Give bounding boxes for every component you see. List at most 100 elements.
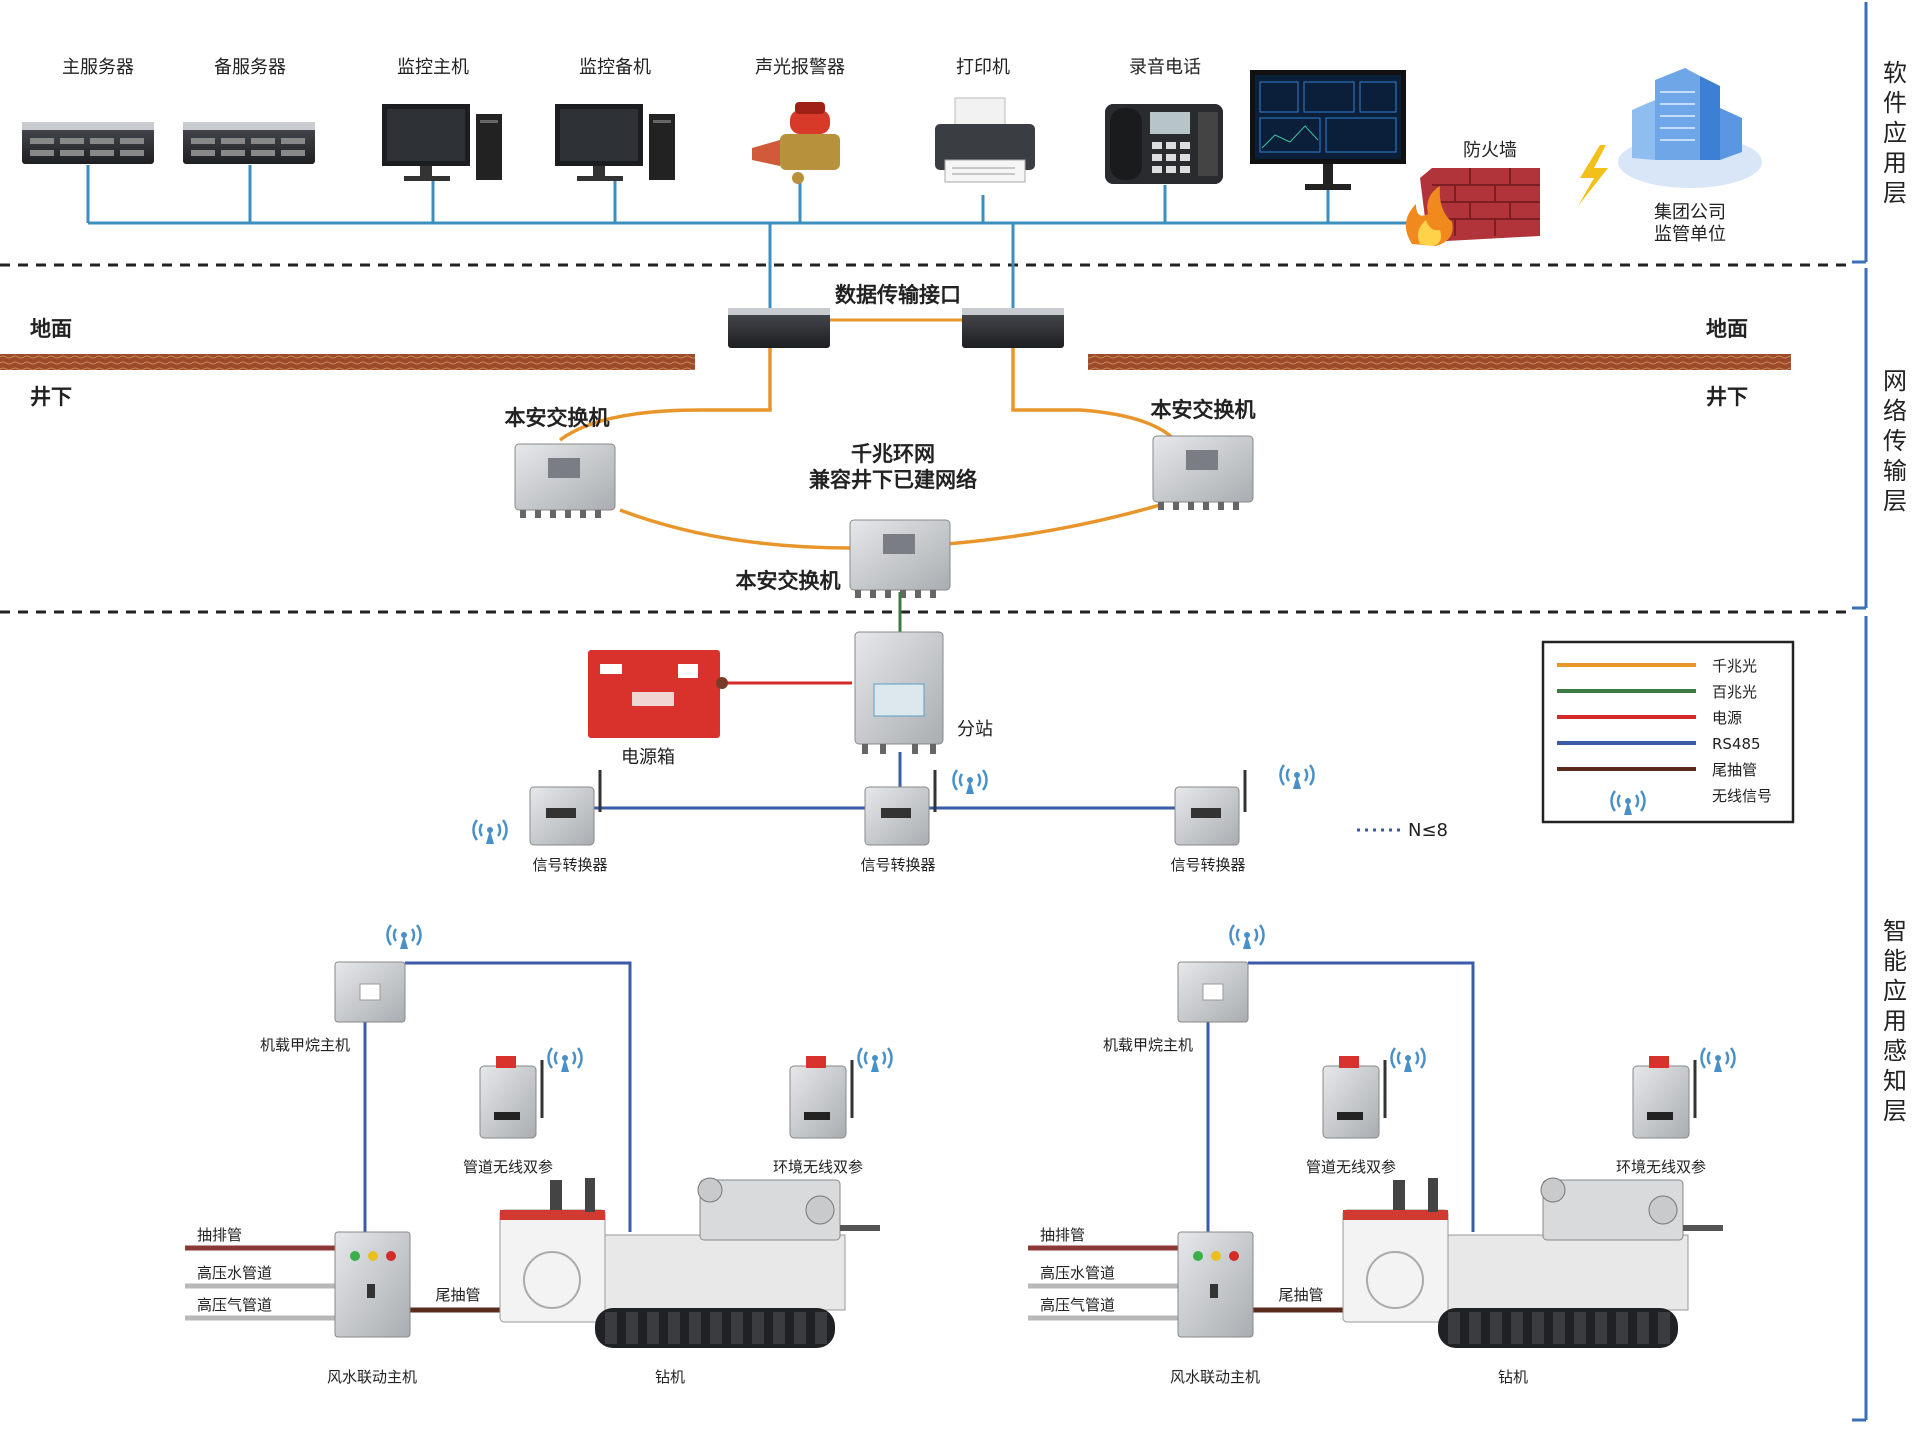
drill-rig [499, 1177, 880, 1348]
firewall [1405, 168, 1540, 246]
layer-label-char: 传 [1883, 427, 1907, 455]
legend-label: 电源 [1712, 709, 1742, 727]
legend-label: 千兆光 [1712, 657, 1757, 675]
switch-right [1152, 435, 1254, 510]
switch-left [514, 443, 616, 518]
layer-label-char: 用 [1883, 149, 1907, 177]
layer-bracket [1852, 2, 1868, 1422]
switch-label-right: 本安交换机 [1151, 398, 1256, 422]
group-label: 监管单位 [1654, 224, 1726, 245]
signal-converter [1174, 770, 1247, 846]
converter-label: 信号转换器 [1170, 856, 1245, 874]
switch-bottom [849, 519, 951, 598]
pipe-label: 高压气管道 [1040, 1296, 1115, 1314]
legend-label: RS485 [1712, 735, 1761, 753]
pipe-label: 高压水管道 [197, 1264, 272, 1282]
wireless-icon [1229, 923, 1265, 951]
drill-rig [1342, 1177, 1723, 1348]
legend [1541, 640, 1795, 824]
wireless-icon [472, 818, 508, 846]
sensor-label: 管道无线双参 [463, 1158, 553, 1176]
layer-label-char: 层 [1883, 179, 1907, 207]
legend-label: 百兆光 [1712, 683, 1757, 701]
alarm-device [752, 102, 840, 184]
ground-strip-right [1088, 354, 1791, 370]
drill-label: 钻机 [1498, 1368, 1528, 1386]
layer-label-char: 用 [1883, 1007, 1907, 1035]
ground-label-left: 地面 [30, 317, 72, 341]
pipe-label: 抽排管 [197, 1226, 242, 1244]
ground-strip-left [0, 354, 695, 370]
gas-host-label: 机载甲烷主机 [1103, 1036, 1193, 1054]
data-interface-right [962, 308, 1064, 348]
power-box [588, 650, 728, 738]
main-server [22, 122, 154, 164]
layer-label-char: 输 [1883, 457, 1907, 485]
sensor-box [479, 1065, 537, 1139]
layer-label-char: 应 [1883, 977, 1907, 1005]
printer-device [935, 97, 1035, 183]
drill-label: 钻机 [655, 1368, 685, 1386]
device-label: 备服务器 [214, 57, 286, 78]
layer-label-char: 应 [1883, 119, 1907, 147]
power-box-label: 电源箱 [621, 747, 675, 768]
layer-label-char: 能 [1883, 947, 1907, 975]
layer-label-char: 网 [1883, 367, 1907, 395]
ring-label: 千兆环网 [851, 442, 935, 466]
monitor-host [382, 104, 502, 181]
drill-unit: 抽排管高压水管道高压气管道尾抽管机载甲烷主机管道无线双参环境无线双参风水联动主机… [1028, 923, 1736, 1386]
layer-label-char: 层 [1883, 1097, 1907, 1125]
underground-label-left: 井下 [30, 385, 72, 409]
device-label: 录音电话 [1129, 57, 1201, 78]
sensor-label: 管道无线双参 [1306, 1158, 1396, 1176]
converter-label: 信号转换器 [532, 856, 607, 874]
device-label: 监控主机 [397, 57, 469, 78]
wireless-icon [952, 768, 988, 796]
switch-label-left: 本安交换机 [505, 406, 610, 430]
device-label: 主服务器 [62, 57, 134, 78]
wireless-icon [1390, 1046, 1426, 1074]
pipe-label: 高压气管道 [197, 1296, 272, 1314]
converter-label: 信号转换器 [860, 856, 935, 874]
wireless-icon [386, 923, 422, 951]
wireless-icon [547, 1046, 583, 1074]
linkage-host-label: 风水联动主机 [1170, 1368, 1260, 1386]
interface-label: 数据传输接口 [835, 283, 961, 307]
drill-unit: 抽排管高压水管道高压气管道尾抽管机载甲烷主机管道无线双参环境无线双参风水联动主机… [185, 923, 893, 1386]
sensor-box [1322, 1065, 1380, 1139]
wireless-icon [1279, 763, 1315, 791]
lightning-icon [1578, 145, 1608, 206]
recording-phone [1105, 104, 1223, 184]
sensor-label: 环境无线双参 [1616, 1158, 1706, 1176]
substation-label: 分站 [957, 719, 993, 740]
group-label: 集团公司 [1654, 202, 1726, 223]
sensor-label: 环境无线双参 [773, 1158, 863, 1176]
group-building [1618, 68, 1762, 188]
switch-label-bottom: 本安交换机 [736, 569, 841, 593]
signal-converter [529, 770, 602, 846]
ring-label: 兼容井下已建网络 [809, 468, 977, 492]
software-bus [86, 165, 1420, 310]
layer-label-char: 感 [1883, 1037, 1907, 1065]
substation [854, 631, 944, 754]
tail-pipe-label: 尾抽管 [435, 1286, 480, 1304]
dashboard-monitor [1250, 70, 1406, 190]
legend-label: 尾抽管 [1712, 761, 1757, 779]
signal-converter [864, 770, 937, 846]
device-label: 打印机 [956, 57, 1010, 78]
layer-label-char: 软 [1883, 59, 1907, 87]
legend-label: 无线信号 [1712, 787, 1772, 805]
sensor-box [789, 1065, 847, 1139]
pipe-label: 高压水管道 [1040, 1264, 1115, 1282]
tail-pipe-label: 尾抽管 [1278, 1286, 1323, 1304]
firewall-label: 防火墙 [1463, 140, 1517, 161]
linkage-host-label: 风水联动主机 [327, 1368, 417, 1386]
monitor-backup [555, 104, 675, 181]
data-interface-left [728, 308, 830, 348]
wireless-icon [857, 1046, 893, 1074]
sensor-box [1632, 1065, 1690, 1139]
layer-label-char: 件 [1883, 89, 1907, 117]
ground-label-right: 地面 [1706, 317, 1748, 341]
